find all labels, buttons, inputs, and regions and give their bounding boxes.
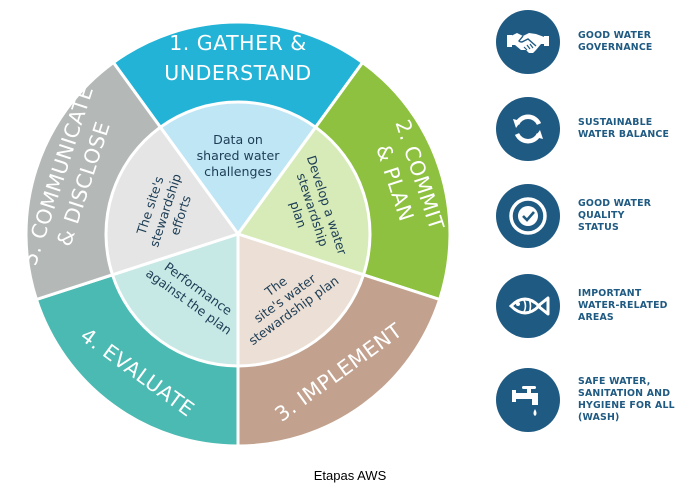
segment-gather-title-line: 1. GATHER & — [169, 31, 307, 55]
segment-commit-inner — [235, 125, 372, 277]
checkmark-badge-icon — [496, 184, 560, 248]
segment-gather-detail-line: shared water — [197, 148, 281, 163]
segment-evaluate-inner — [110, 231, 240, 368]
segment-gather-title-line: UNDERSTAND — [164, 61, 311, 85]
segment-gather-detail-line: challenges — [204, 164, 272, 179]
cycle-arrows-icon — [496, 97, 560, 161]
segment-communicate-inner — [104, 125, 241, 277]
segment-gather-inner — [158, 100, 318, 237]
water-tap-icon — [496, 368, 560, 432]
segment-gather-detail-line: Data on — [213, 132, 263, 147]
segment-implement-inner — [236, 231, 366, 368]
handshake-icon — [496, 10, 560, 74]
fish-icon — [496, 274, 560, 338]
caption: Etapas AWS — [313, 468, 387, 483]
